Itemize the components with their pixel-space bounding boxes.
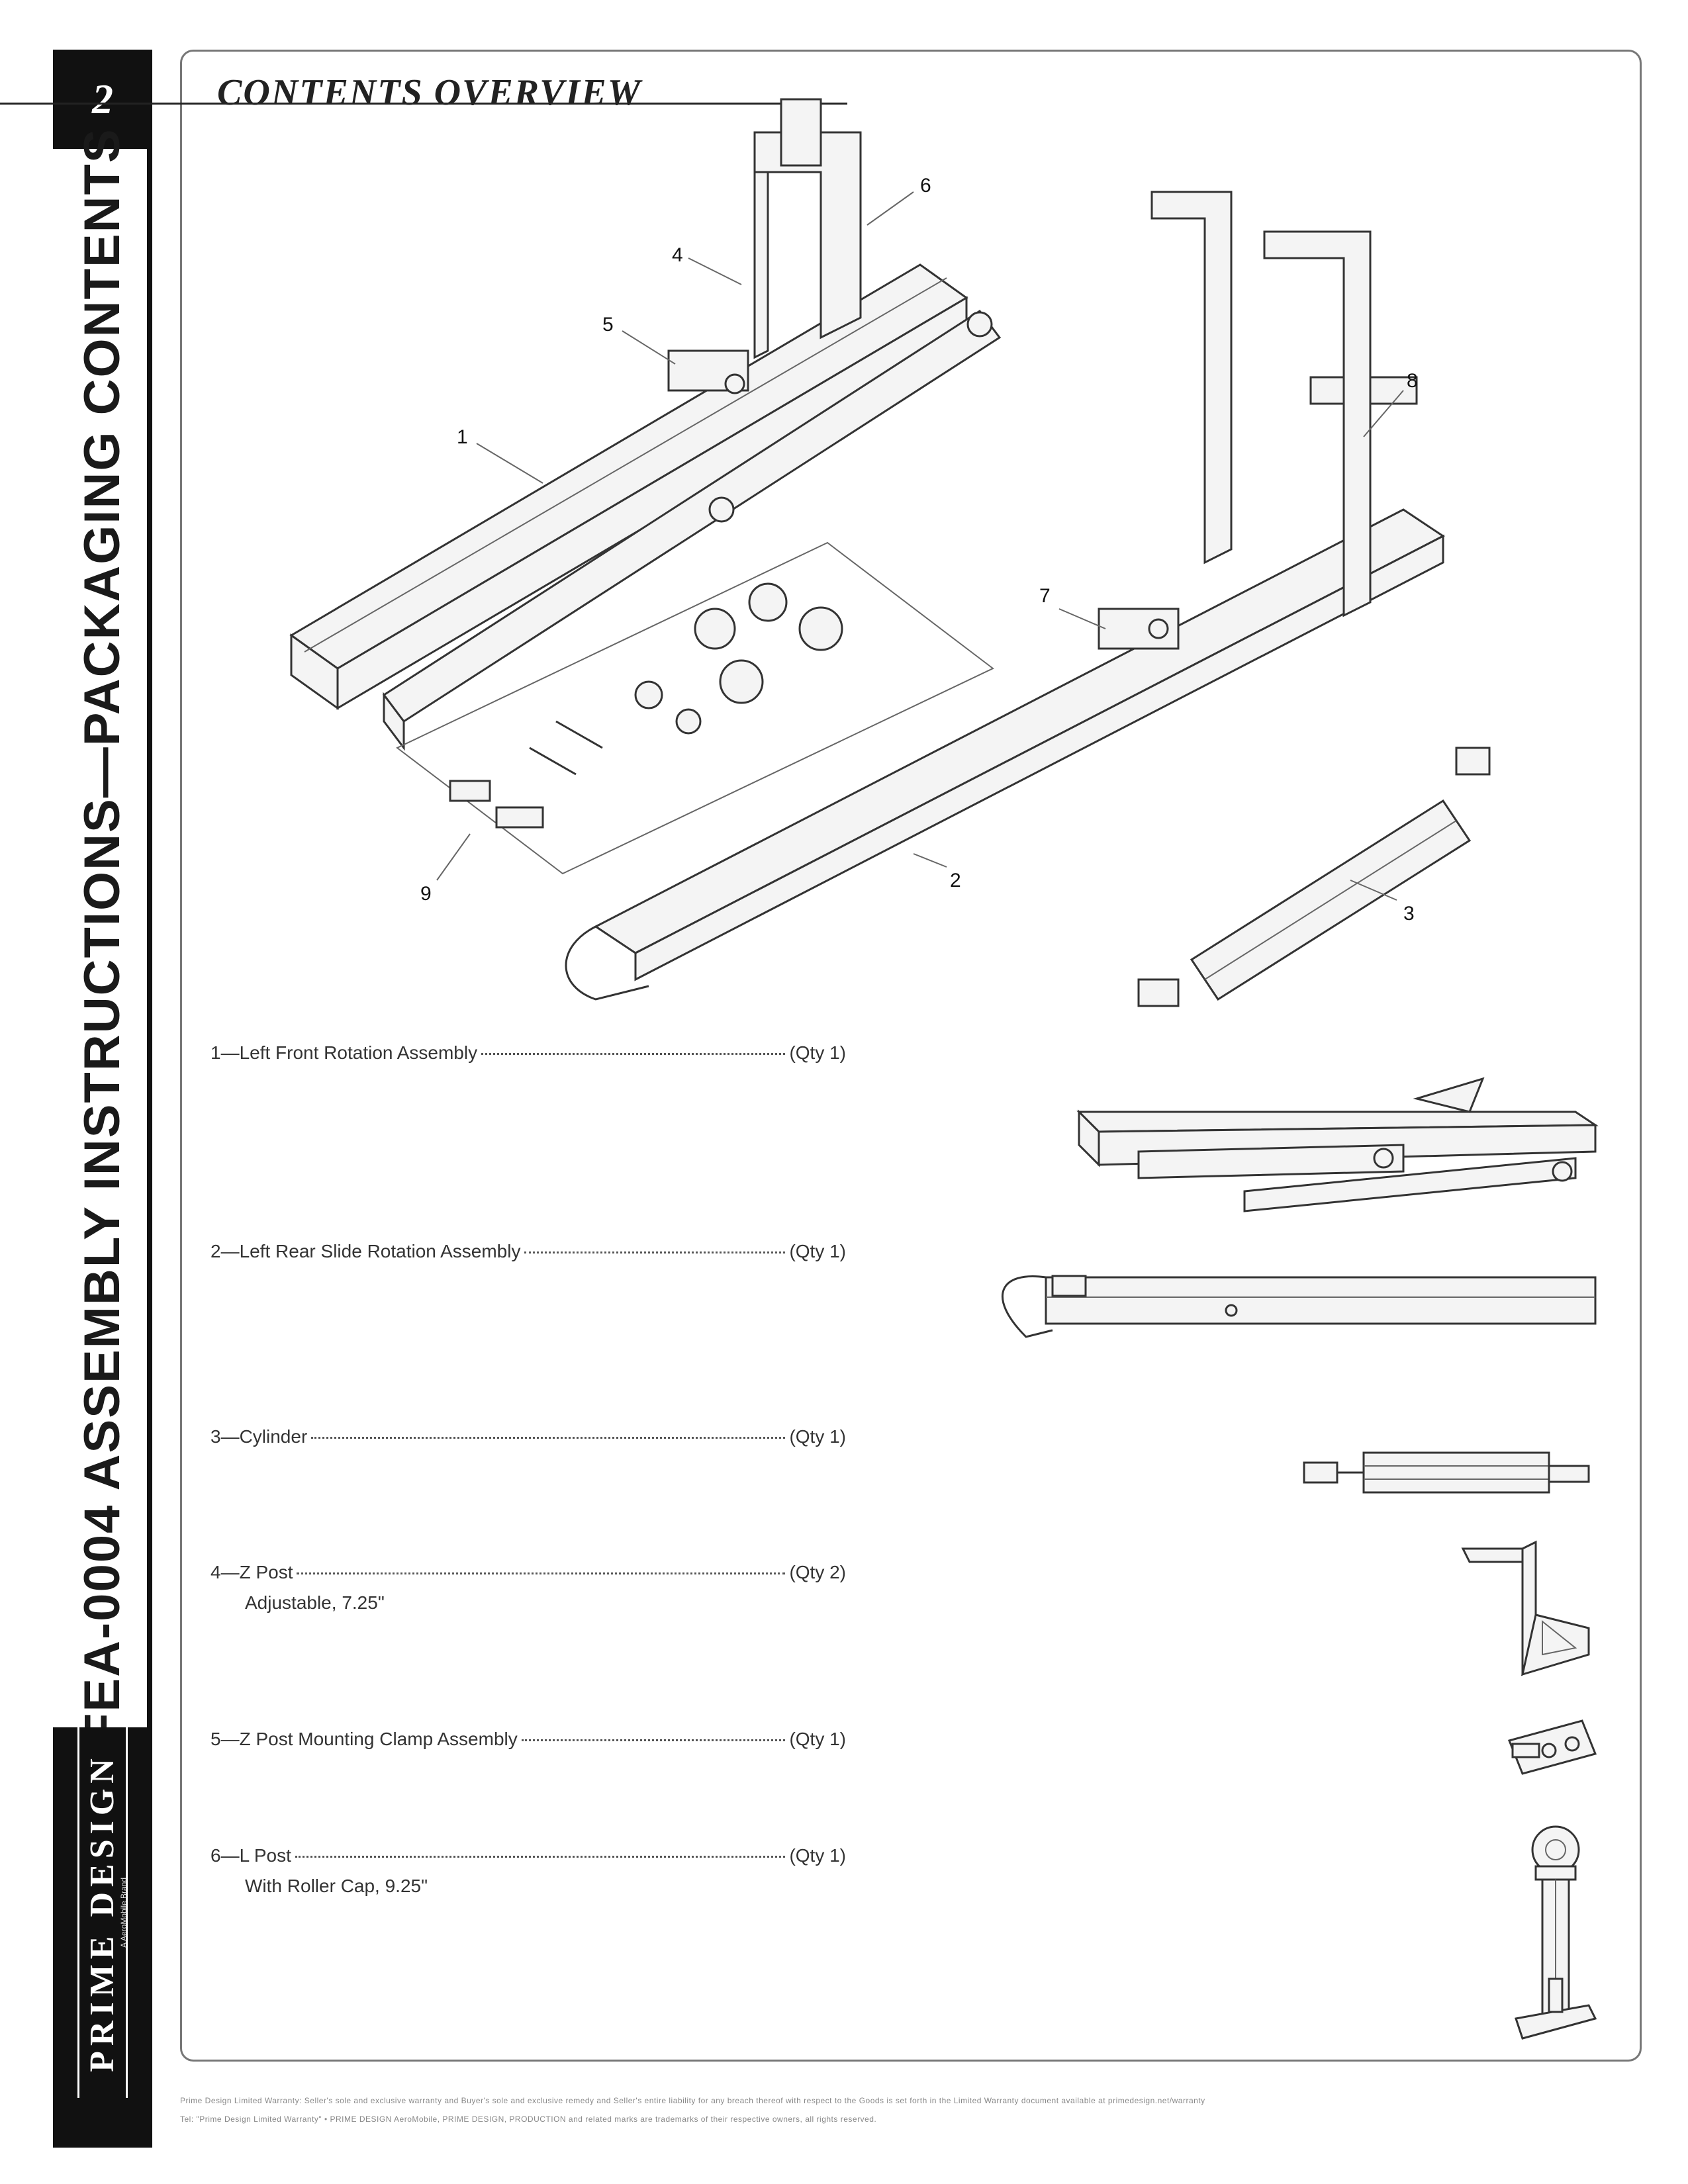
section-title: CONTENTS OVERVIEW (217, 72, 642, 113)
page-number: 2 (53, 50, 152, 149)
part-item-6-note: With Roller Cap, 9.25" (245, 1876, 428, 1896)
callout-6: 6 (920, 175, 931, 197)
callout-5: 5 (602, 314, 614, 336)
part-3-thumbnail (1303, 1451, 1590, 1494)
part-7-drawing (1098, 608, 1180, 650)
callout-7: 7 (1039, 585, 1051, 607)
part-3-drawing (1137, 747, 1491, 1007)
callout-9: 9 (420, 883, 432, 905)
part-1-thumbnail (1076, 1077, 1599, 1212)
part-item-2: 2—Left Rear Slide Rotation Assembly(Qty … (211, 1241, 846, 1261)
callout-8: 8 (1407, 370, 1418, 392)
part-item-4: 4—Z Post(Qty 2) Adjustable, 7.25" (211, 1562, 846, 1613)
content-frame (180, 50, 1642, 2062)
callout-2: 2 (950, 870, 961, 891)
document-title: FEA-0004 ASSEMBLY INSTRUCTIONS—PACKAGING… (74, 128, 130, 1744)
part-5-drawing (667, 349, 749, 394)
part-2-thumbnail (1001, 1275, 1597, 1338)
sidebar-rule (147, 149, 152, 1727)
part-2-drawing (565, 376, 1445, 1001)
callout-4: 4 (672, 244, 683, 266)
footer-line-1: Prime Design Limited Warranty: Seller's … (180, 2096, 1205, 2105)
brand-tagline: A AeroMobile Brand (119, 1877, 128, 1948)
part-item-6: 6—L Post(Qty 1) With Roller Cap, 9.25" (211, 1845, 846, 1896)
part-9-drawing (396, 541, 994, 875)
part-8-drawing (1150, 191, 1372, 617)
part-4-thumbnail (1461, 1540, 1590, 1676)
part-item-4-note: Adjustable, 7.25" (245, 1592, 385, 1613)
part-1-drawing (289, 263, 1002, 751)
part-item-3: 3—Cylinder(Qty 1) (211, 1426, 846, 1447)
footer-line-2: Tel: "Prime Design Limited Warranty" • P… (180, 2115, 877, 2124)
part-item-1: 1—Left Front Rotation Assembly(Qty 1) (211, 1042, 846, 1063)
title-rule (0, 103, 847, 105)
part-6-drawing (753, 98, 862, 359)
exploded-assembly-diagram: 1 2 3 4 5 6 7 8 9 (289, 98, 1491, 1007)
callouts: 1 2 3 4 5 6 7 8 9 (420, 175, 1418, 925)
callout-1: 1 (457, 426, 468, 448)
callout-3: 3 (1403, 903, 1415, 925)
part-5-thumbnail (1507, 1719, 1597, 1775)
part-6-thumbnail (1515, 1825, 1597, 2040)
footer-legal: Prime Design Limited Warranty: Seller's … (180, 2091, 1642, 2128)
brand-block (53, 1727, 152, 2148)
part-item-5: 5—Z Post Mounting Clamp Assembly(Qty 1) (211, 1729, 846, 1749)
